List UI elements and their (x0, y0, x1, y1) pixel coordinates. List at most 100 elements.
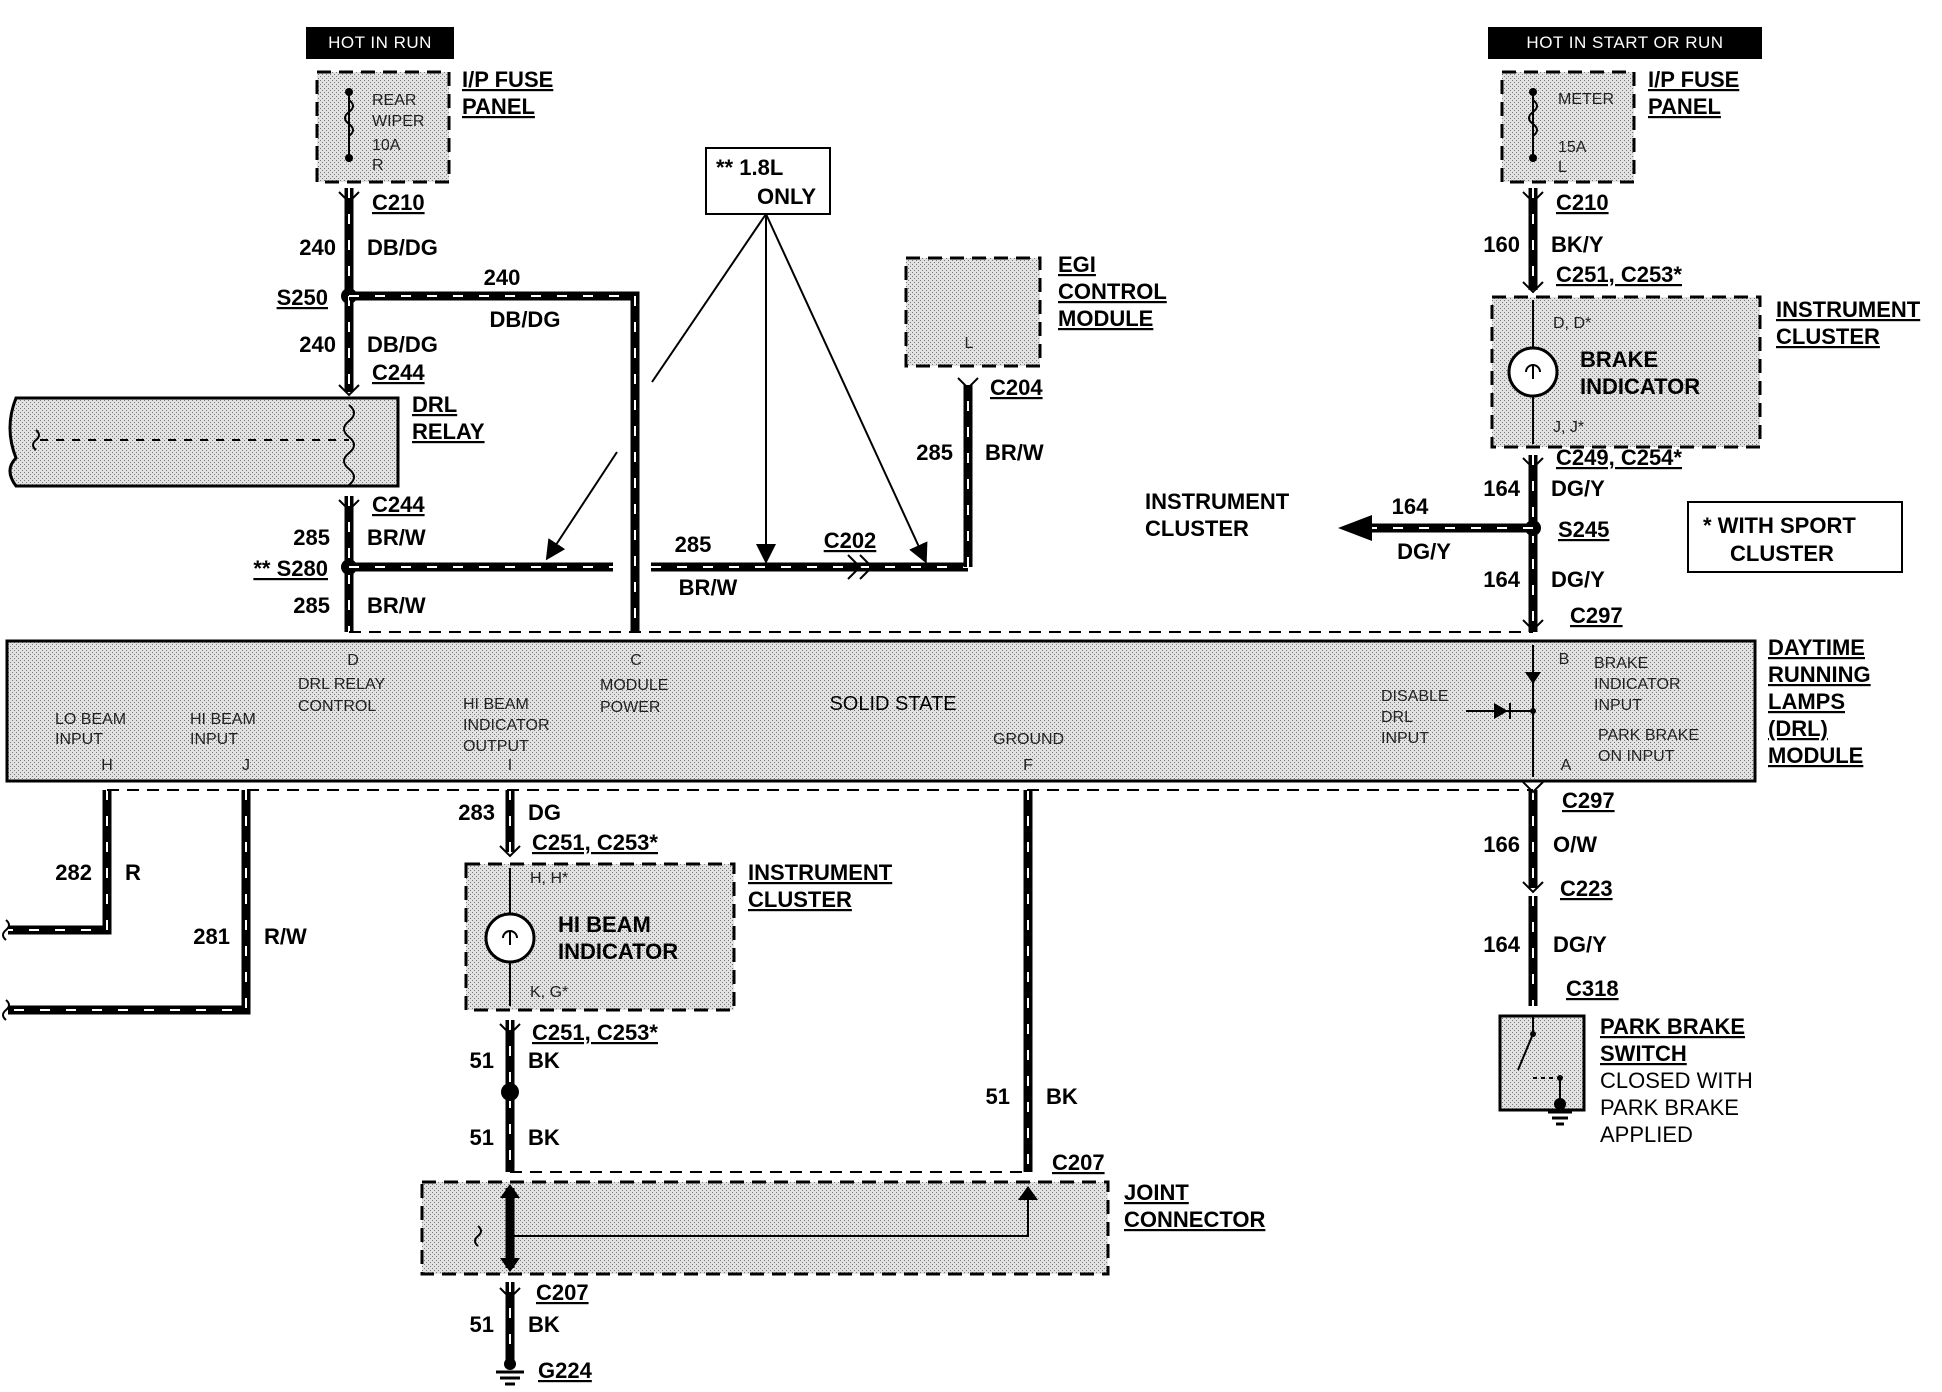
wire-285-number: 285 (293, 525, 330, 550)
park-brake-on-input-pin: A (1561, 757, 1572, 774)
c249-c254-label: C249, C254* (1556, 445, 1682, 470)
hi-beam-input-label: HI BEAM (190, 711, 256, 728)
egi-control-module: L (904, 256, 1042, 368)
egi-label-3: MODULE (1058, 306, 1153, 331)
drl-relay-control-pin: D (347, 652, 359, 669)
park-brake-switch-label: PARK BRAKE (1600, 1014, 1745, 1039)
wire-164-color-2: DG/Y (1551, 567, 1605, 592)
drl-module-label-5: MODULE (1768, 743, 1863, 768)
ic-lower-label: INSTRUMENT (748, 860, 893, 885)
drl-relay-label: DRL (412, 392, 457, 417)
egi-label: EGI (1058, 252, 1096, 277)
wire-164-number-2: 164 (1483, 567, 1520, 592)
drl-relay (8, 396, 400, 488)
joint-connector-label: JOINT (1124, 1180, 1189, 1205)
wire-281-number: 281 (193, 924, 230, 949)
sport-note-line1: * WITH SPORT (1703, 513, 1856, 538)
drl-module-label: DAYTIME (1768, 635, 1865, 660)
wire-282 (8, 790, 112, 935)
park-brake-switch-note-2: PARK BRAKE (1600, 1095, 1739, 1120)
wire-164-number: 164 (1483, 476, 1520, 501)
c204-label: C204 (990, 375, 1043, 400)
wire-240-number: 240 (299, 235, 336, 260)
c251-c253-hbi-bot-label: C251, C253* (532, 1020, 658, 1045)
ground-label: GROUND (993, 731, 1064, 748)
drl-module-label-2: RUNNING (1768, 662, 1871, 687)
fuse-left-name-2: WIPER (372, 113, 424, 130)
wire-285-horizontal (349, 385, 973, 572)
wire-285-egi-color: BR/W (985, 440, 1044, 465)
fuse-left-rating: 10A (372, 137, 401, 154)
wire-240-number-lower: 240 (299, 332, 336, 357)
right-fuse-panel: METER 15A L (1500, 70, 1636, 184)
hi-beam-indicator-output-label-3: OUTPUT (463, 738, 529, 755)
sport-cluster-note: * WITH SPORT CLUSTER (1687, 501, 1903, 573)
park-brake-on-input-label-2: ON INPUT (1598, 748, 1675, 765)
wire-282-color: R (125, 860, 141, 885)
lo-beam-pin: H (101, 757, 113, 774)
c223-mark (1522, 881, 1544, 894)
wire-51-number-a: 51 (470, 1048, 494, 1073)
wire-164-h-color: DG/Y (1397, 539, 1451, 564)
wire-164-h-number: 164 (1392, 494, 1429, 519)
egi-label-2: CONTROL (1058, 279, 1167, 304)
c244-upper-label: C244 (372, 360, 425, 385)
ground-symbol-g224 (496, 1358, 524, 1386)
hot-in-run-label: HOT IN RUN (328, 33, 432, 52)
c251-c253-right-label: C251, C253* (1556, 262, 1682, 287)
wire-285-h-color: BR/W (679, 575, 738, 600)
joint-connector-label-2: CONNECTOR (1124, 1207, 1265, 1232)
park-brake-switch-note-3: APPLIED (1600, 1122, 1693, 1147)
c251-c253-hbi-top-label: C251, C253* (532, 830, 658, 855)
wire-240-color-lower: DB/DG (367, 332, 438, 357)
c249-mark (1522, 457, 1544, 470)
fuse-left-name: REAR (372, 92, 416, 109)
hi-beam-input-label-2: INPUT (190, 731, 238, 748)
c251-hbi-bot-mark (499, 1023, 521, 1036)
right-fuse-panel-label-2: PANEL (1648, 94, 1721, 119)
hi-beam-pin: J (242, 757, 250, 774)
s245-label: S245 (1558, 517, 1609, 542)
hot-in-run-box: HOT IN RUN (306, 27, 454, 59)
ic-right-label: INSTRUMENT (1776, 297, 1921, 322)
wire-281-continuation-mark (2, 999, 10, 1021)
c297-lower-mark (1522, 781, 1544, 794)
c318-label: C318 (1566, 976, 1619, 1001)
c297-upper-label: C297 (1570, 603, 1623, 628)
c297-upper-mark (1522, 619, 1544, 632)
g224-label: G224 (538, 1358, 593, 1383)
c210-right-mark (1522, 191, 1544, 204)
wire-51-number-b: 51 (470, 1125, 494, 1150)
c207-upper-label: C207 (1052, 1150, 1105, 1175)
wire-285-color-lower: BR/W (367, 593, 426, 618)
wire-285-egi-number: 285 (916, 440, 953, 465)
solid-state-label: SOLID STATE (829, 693, 956, 715)
c244-lower-label: C244 (372, 492, 425, 517)
left-fuse-panel-label-2: PANEL (462, 94, 535, 119)
park-brake-on-input-label: PARK BRAKE (1598, 727, 1699, 744)
wire-240-horizontal-color: DB/DG (490, 307, 561, 332)
park-brake-switch-note: CLOSED WITH (1600, 1068, 1753, 1093)
module-power-pin: C (630, 652, 642, 669)
drl-relay-label-2: RELAY (412, 419, 485, 444)
fuse-right-name: METER (1558, 91, 1614, 108)
wire-160-color: BK/Y (1551, 232, 1604, 257)
brake-indicator-label: BRAKE (1580, 347, 1658, 372)
hbi-pin-top: H, H* (530, 870, 568, 887)
brake-indicator-input-label: BRAKE (1594, 655, 1648, 672)
disable-drl-label-2: DRL (1381, 709, 1413, 726)
only-note-line2: ONLY (757, 184, 816, 209)
module-power-label-2: POWER (600, 699, 660, 716)
egi-pin-label: L (965, 335, 974, 352)
wire-283-color: DG (528, 800, 561, 825)
c297-lower-label: C297 (1562, 788, 1615, 813)
drl-module-label-4: (DRL) (1768, 716, 1828, 741)
brake-indicator-input-label-3: INPUT (1594, 697, 1642, 714)
wire-281-color: R/W (264, 924, 307, 949)
c210-left-connector-mark (338, 191, 360, 204)
wire-240-to-module-power (349, 291, 640, 632)
ground-pin: F (1023, 757, 1033, 774)
brake-pin-top: D, D* (1553, 315, 1591, 332)
c204-connector-mark (957, 377, 979, 390)
module-power-label: MODULE (600, 677, 668, 694)
